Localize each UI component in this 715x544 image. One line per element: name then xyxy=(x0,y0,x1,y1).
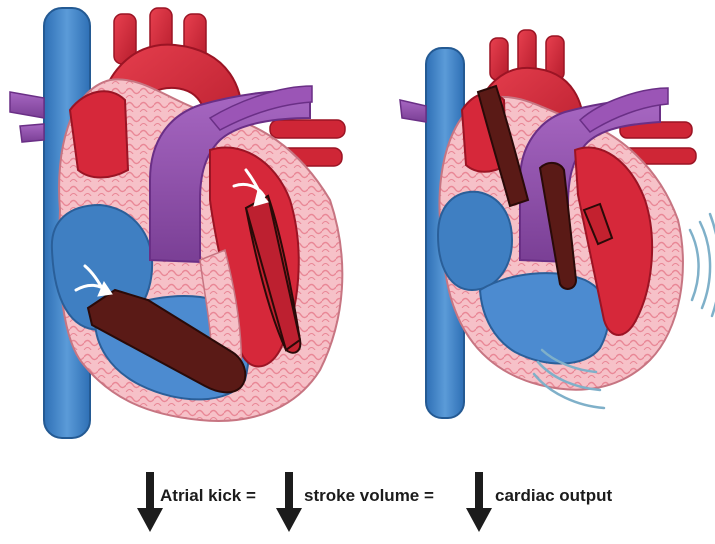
pulmonary-vessel-left-small xyxy=(10,92,44,118)
normal-heart xyxy=(10,8,345,438)
caption-stroke-volume: stroke volume = xyxy=(304,486,434,506)
heart-illustrations xyxy=(0,0,715,450)
caption-cardiac-output: cardiac output xyxy=(495,486,612,506)
down-arrow-icon xyxy=(466,472,492,532)
down-arrow-icon xyxy=(276,472,302,532)
caption-atrial-kick: Atrial kick = xyxy=(160,486,256,506)
fibrillating-heart xyxy=(400,30,715,418)
right-atrium-right xyxy=(438,192,512,290)
caption-row: Atrial kick = stroke volume = cardiac ou… xyxy=(0,452,715,544)
vibration-lines-right xyxy=(690,214,715,316)
